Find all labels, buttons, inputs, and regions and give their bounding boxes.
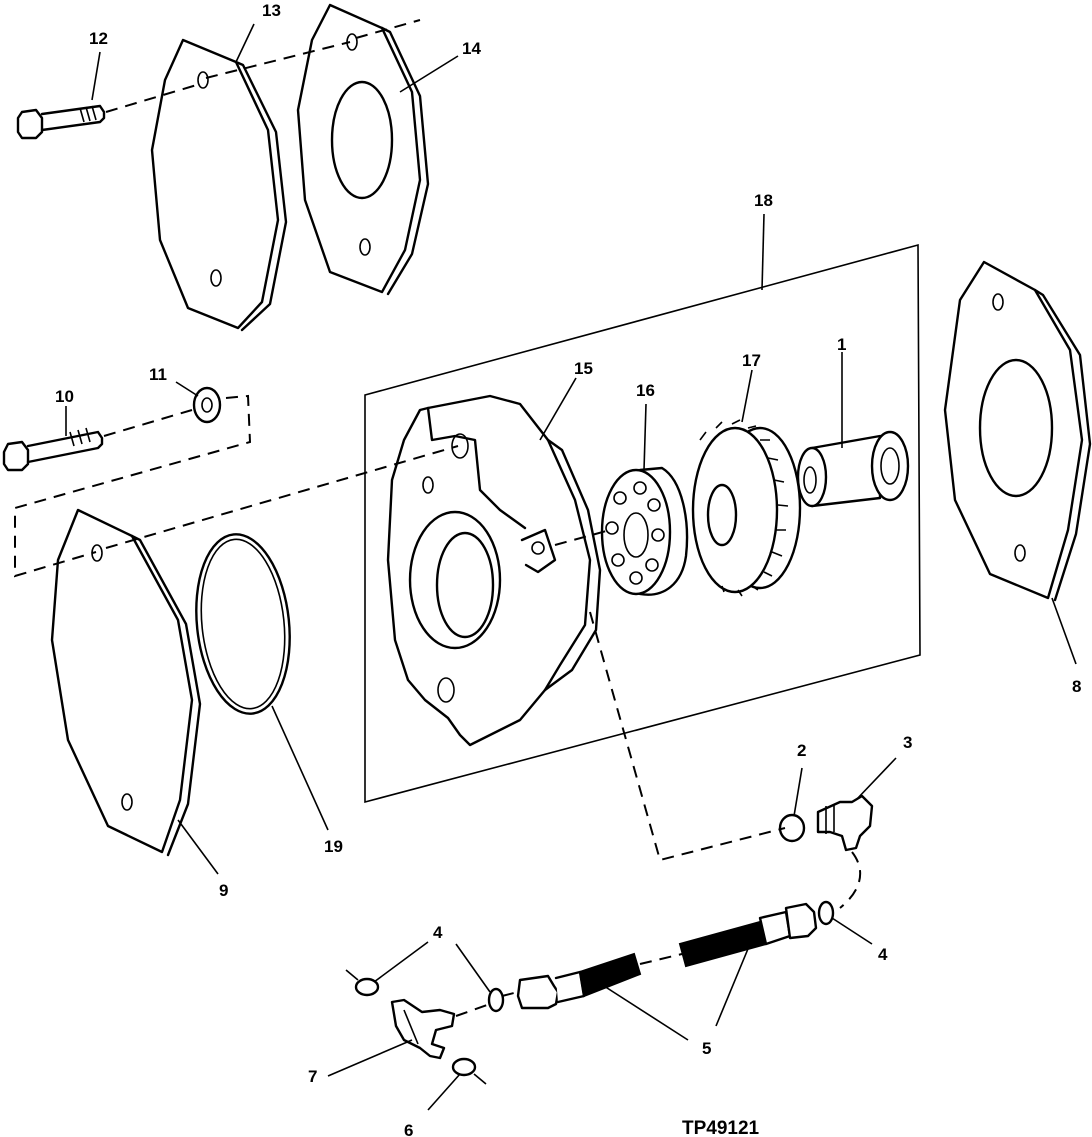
part-5-hose-assembly (516, 902, 818, 1010)
label-10: 10 (55, 387, 74, 406)
part-2-o-ring (778, 813, 806, 843)
part-11-washer (192, 386, 222, 424)
part-19-o-ring (195, 533, 291, 715)
part-17-gear (691, 419, 802, 597)
part-15-pump-housing (386, 394, 602, 747)
part-8-gasket (943, 260, 1092, 602)
label-11: 11 (149, 365, 167, 384)
label-4-left: 4 (433, 923, 443, 942)
figure-id: TP49121 (682, 1118, 760, 1137)
label-16: 16 (636, 381, 655, 400)
part-9-cover-plate (50, 508, 202, 857)
label-5: 5 (702, 1039, 711, 1058)
label-8: 8 (1072, 677, 1081, 696)
part-12-bolt (16, 104, 106, 140)
part-1-sleeve (796, 430, 910, 508)
leader-lines (65, 23, 1077, 1111)
label-19: 19 (324, 837, 343, 856)
part-3-elbow-fitting (816, 794, 874, 852)
label-3: 3 (903, 733, 912, 752)
part-10-bolt (2, 427, 104, 472)
part-14-gasket (296, 3, 430, 296)
part-7-tee-fitting (390, 998, 456, 1060)
label-17: 17 (742, 351, 761, 370)
label-1: 1 (837, 335, 846, 354)
label-4-right: 4 (878, 945, 888, 964)
label-15: 15 (574, 359, 593, 378)
part-16-bearing (600, 466, 689, 596)
label-6: 6 (404, 1121, 413, 1137)
label-9: 9 (219, 881, 228, 900)
label-12: 12 (89, 29, 108, 48)
part-4-o-ring-right (817, 900, 835, 926)
label-14: 14 (462, 39, 481, 58)
part-6-o-ring (451, 1057, 477, 1077)
label-13: 13 (262, 1, 281, 20)
part-13-cover-plate (150, 38, 288, 332)
label-18: 18 (754, 191, 773, 210)
part-4-o-ring-mid (487, 987, 505, 1013)
label-7: 7 (308, 1067, 317, 1086)
label-2: 2 (797, 741, 806, 760)
part-18-assembly-panel (364, 243, 921, 804)
part-4-o-ring-left (354, 977, 380, 997)
